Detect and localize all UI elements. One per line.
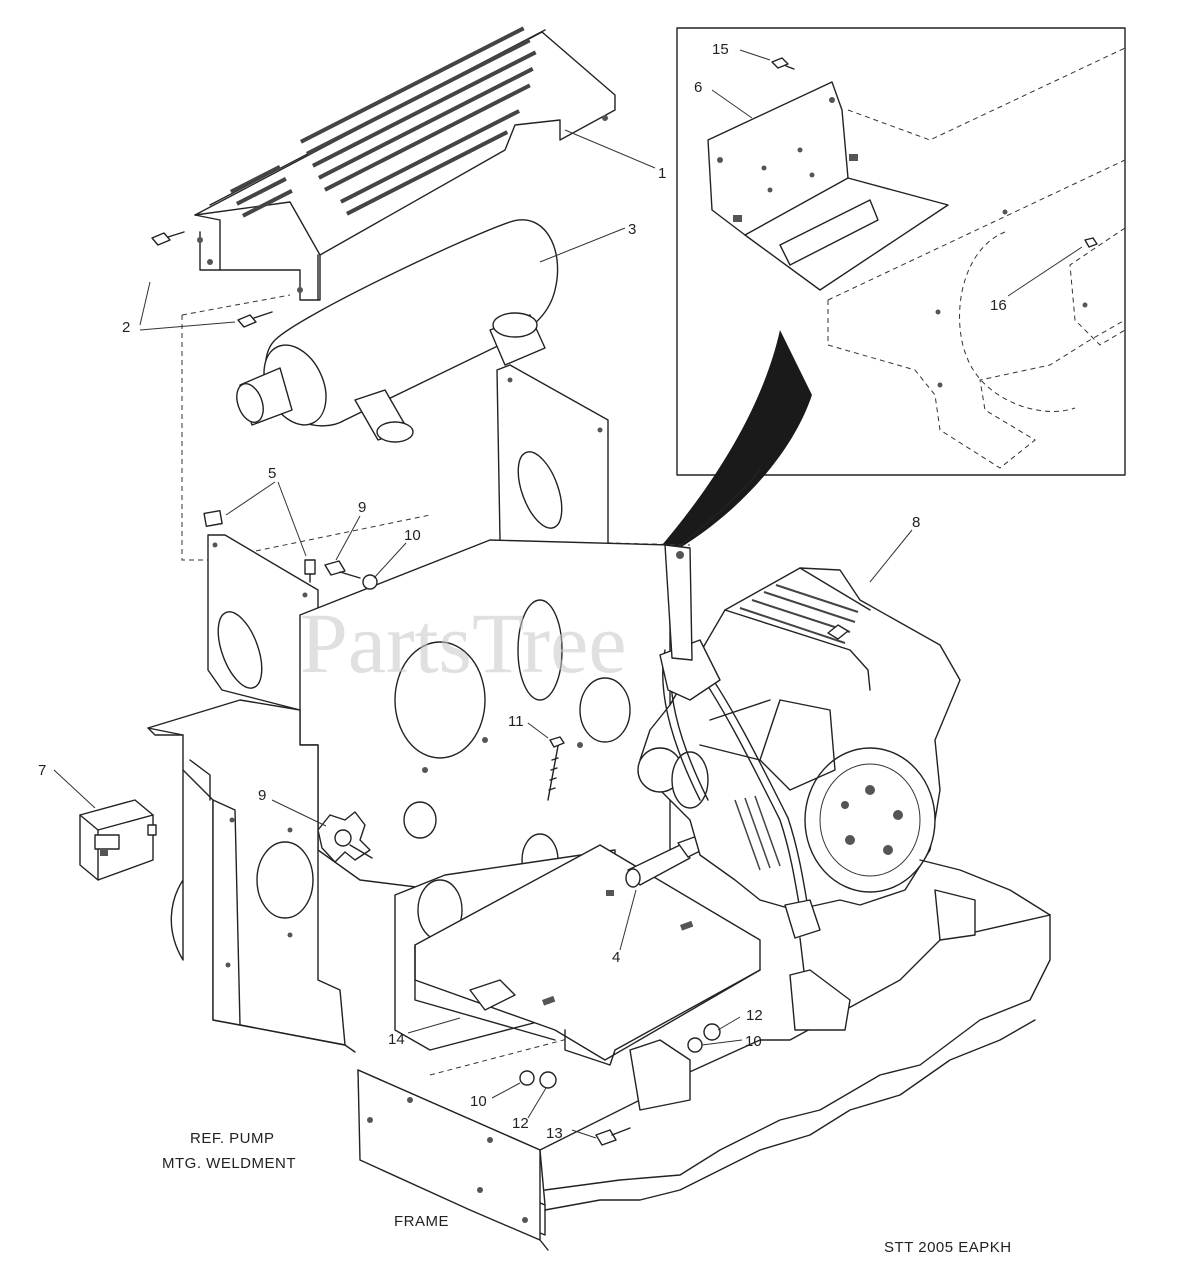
callout-5: 5 xyxy=(268,465,276,482)
engine-part-8 xyxy=(637,544,961,981)
callout-1: 1 xyxy=(658,165,666,182)
cover-part-1 xyxy=(194,26,616,301)
pump-weldment-part-14 xyxy=(394,844,761,1066)
ref-pump-label: REF. PUMP xyxy=(190,1130,275,1147)
callout-11: 11 xyxy=(508,713,524,730)
bolt-part-11 xyxy=(547,736,565,801)
watermark: PartsTree xyxy=(300,595,627,691)
connector-part-7 xyxy=(79,799,157,881)
knob-part-9 xyxy=(317,811,373,863)
pump-bracket-left xyxy=(147,699,356,1053)
callout-12-right: 12 xyxy=(746,1007,763,1024)
fasteners-5-9-10 xyxy=(203,510,378,590)
mtg-weldment-label: MTG. WELDMENT xyxy=(162,1155,296,1172)
callout-6: 6 xyxy=(694,79,702,96)
callout-13: 13 xyxy=(546,1125,563,1142)
frame-label: FRAME xyxy=(394,1213,449,1230)
screws-part-2 xyxy=(151,231,273,328)
callout-3: 3 xyxy=(628,221,636,238)
callout-4: 4 xyxy=(612,949,620,966)
fasteners-lower xyxy=(519,1023,721,1146)
callout-10-lower: 10 xyxy=(470,1093,487,1110)
callout-9-lower: 9 xyxy=(258,787,266,804)
callout-15: 15 xyxy=(712,41,729,58)
callout-8: 8 xyxy=(912,514,920,531)
inset-detail xyxy=(676,27,1126,476)
harness-wedge xyxy=(662,330,812,555)
callout-7: 7 xyxy=(38,762,46,779)
callout-10-upper: 10 xyxy=(404,527,421,544)
diagram-code: STT 2005 EAPKH xyxy=(884,1239,1012,1256)
muffler-part-3 xyxy=(236,219,559,443)
callout-9-upper: 9 xyxy=(358,499,366,516)
callout-2: 2 xyxy=(122,319,130,336)
callout-numbers: 1 2 3 4 5 6 7 8 9 9 10 10 10 11 12 12 13… xyxy=(38,41,1007,1142)
callout-16: 16 xyxy=(990,297,1007,314)
callout-10-right: 10 xyxy=(745,1033,762,1050)
callout-12-lower: 12 xyxy=(512,1115,529,1132)
callout-14: 14 xyxy=(388,1031,405,1048)
engine-mount-plate xyxy=(299,539,671,901)
leader-lines xyxy=(53,49,1083,1139)
frame xyxy=(357,859,1051,1251)
